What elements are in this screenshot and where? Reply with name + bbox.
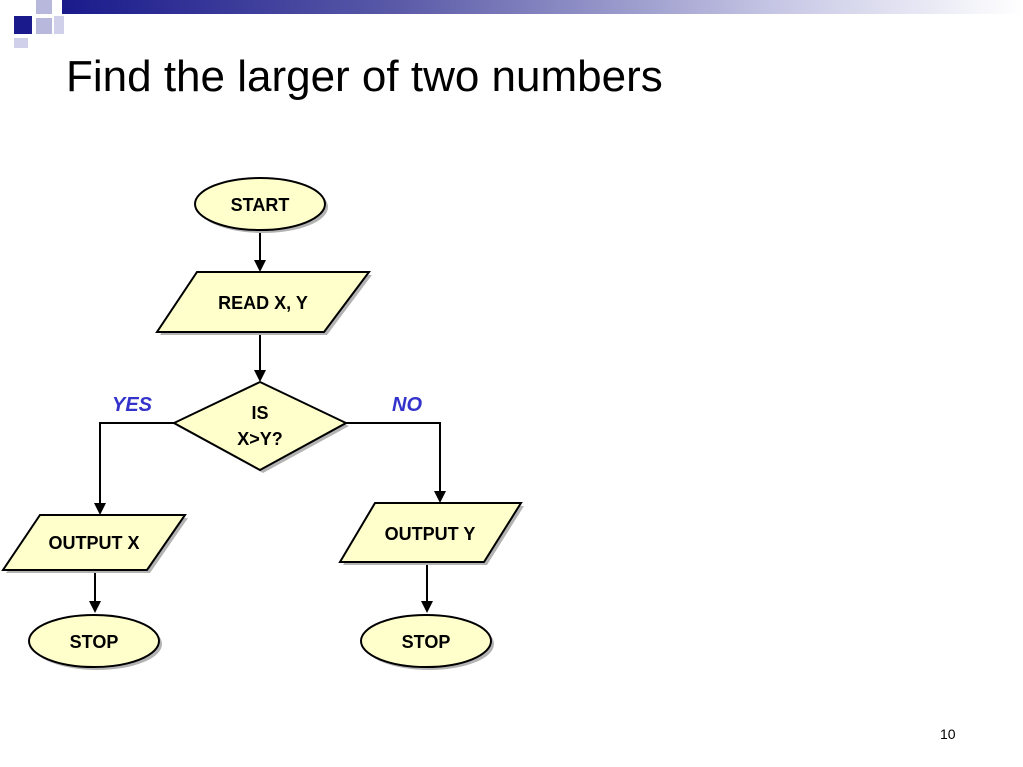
output-x-node: OUTPUT X xyxy=(1,514,188,573)
output-y-node: OUTPUT Y xyxy=(338,502,524,565)
no-branch-label: NO xyxy=(392,394,422,416)
arrow-yes-branch xyxy=(94,422,174,515)
output-x-label: OUTPUT X xyxy=(48,533,139,553)
read-label: READ X, Y xyxy=(218,293,308,313)
stop-terminal-right: STOP xyxy=(360,614,494,670)
header-decoration xyxy=(0,0,1023,48)
stop-terminal-left: STOP xyxy=(28,614,162,670)
connectors xyxy=(89,231,446,613)
page-number: 10 xyxy=(940,726,956,742)
output-y-label: OUTPUT Y xyxy=(385,524,476,544)
stop-left-label: STOP xyxy=(70,632,119,652)
start-terminal: START xyxy=(194,177,328,233)
read-input-node: READ X, Y xyxy=(155,271,372,335)
yes-branch-label: YES xyxy=(112,394,153,416)
decision-node: IS X>Y? xyxy=(171,380,349,473)
stop-right-label: STOP xyxy=(402,632,451,652)
start-label: START xyxy=(231,195,290,215)
decision-label-line2: X>Y? xyxy=(237,429,283,449)
arrow-no-branch xyxy=(346,422,446,503)
decision-label-line1: IS xyxy=(251,403,268,423)
slide-title: Find the larger of two numbers xyxy=(66,52,663,101)
header-decoration-graphic xyxy=(14,0,1023,48)
